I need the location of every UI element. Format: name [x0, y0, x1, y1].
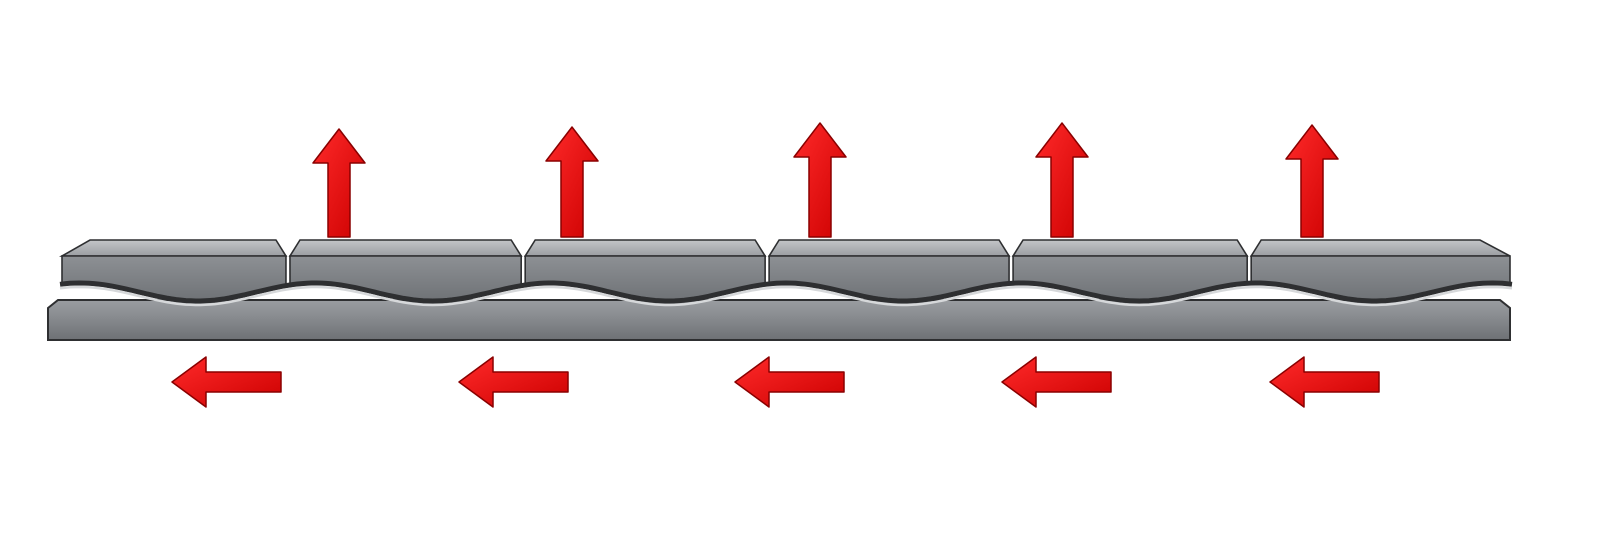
- block-top-face: [1011, 239, 1249, 257]
- upper-block: [523, 239, 767, 302]
- arrow-up-icon: [312, 128, 366, 238]
- upper-block: [767, 239, 1011, 302]
- arrow-up-icon: [545, 126, 599, 238]
- block-front-face: [1012, 255, 1248, 302]
- arrow-left-icon: [171, 356, 282, 408]
- arrow-left-icon: [1269, 356, 1380, 408]
- arrow-left-icon: [458, 356, 569, 408]
- lower-plate: [47, 299, 1511, 341]
- arrow-up-icon: [793, 122, 847, 238]
- block-top-face: [58, 239, 288, 257]
- upper-block: [288, 239, 523, 302]
- arrow-left-icon: [734, 356, 845, 408]
- upper-blocks: [58, 239, 1511, 302]
- block-front-face: [1250, 255, 1511, 302]
- wave-highlight: [59, 285, 1513, 307]
- arrow-left-icon: [1001, 356, 1112, 408]
- upper-block: [1249, 239, 1511, 302]
- arrow-up-icon: [1035, 122, 1089, 238]
- block-top-face: [1249, 239, 1511, 257]
- wave-interface: [59, 280, 1513, 307]
- lower-plate-body: [47, 299, 1511, 341]
- block-top-face: [523, 239, 767, 257]
- block-top-face: [288, 239, 523, 257]
- wave-groove: [59, 280, 1513, 304]
- up-arrows: [312, 122, 1339, 238]
- block-top-face: [767, 239, 1011, 257]
- arrow-up-icon: [1285, 124, 1339, 238]
- left-arrows: [171, 356, 1380, 408]
